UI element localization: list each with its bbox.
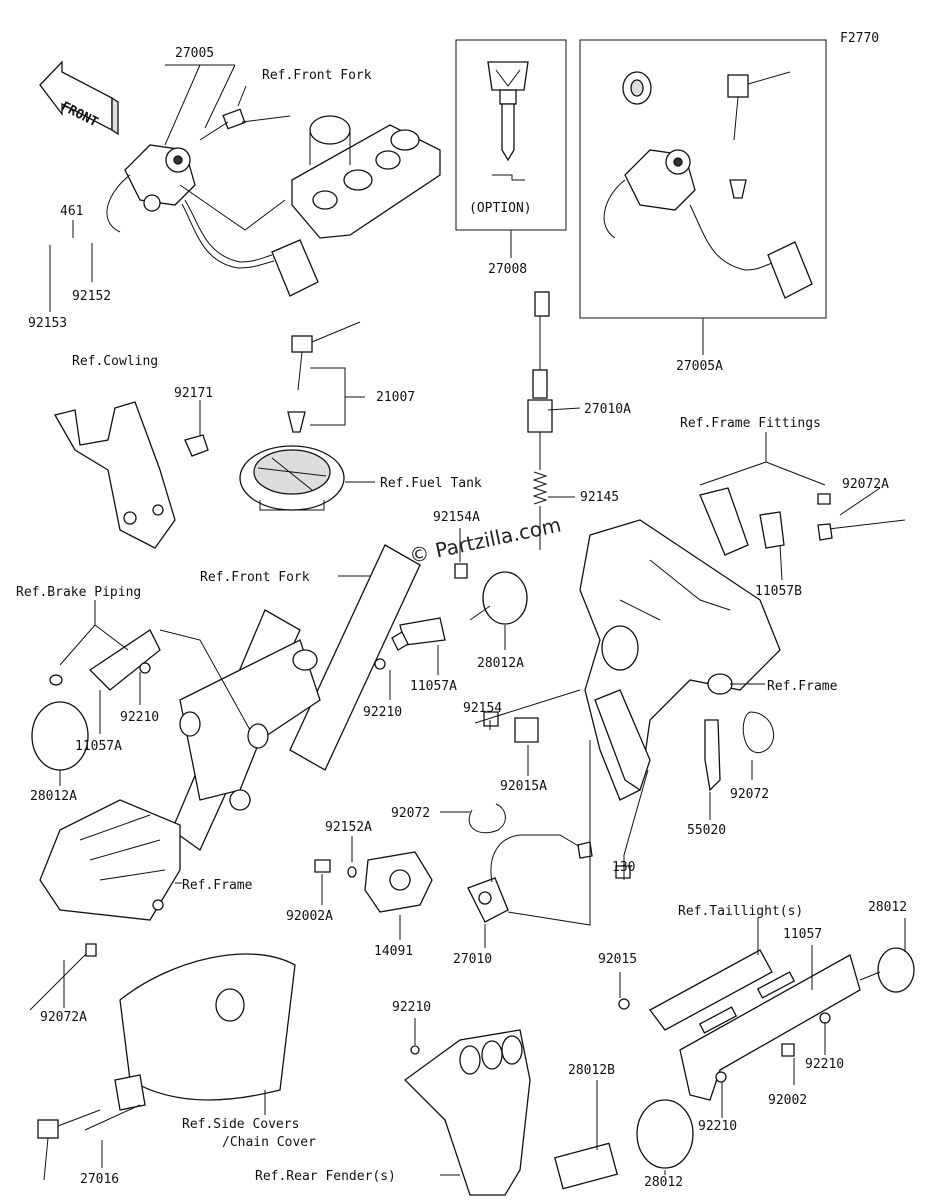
ref-chain-cover[interactable]: /Chain Cover: [222, 1135, 316, 1150]
part-55020[interactable]: 55020: [687, 823, 726, 838]
ref-brake-piping[interactable]: Ref.Brake Piping: [16, 585, 141, 600]
frame-section-drawing: [483, 487, 906, 801]
ref-side-covers[interactable]: Ref.Side Covers: [182, 1117, 299, 1132]
bracket-11057A-drawing: [374, 563, 468, 670]
switch-27010-drawing: [467, 834, 593, 923]
ref-frame-fittings[interactable]: Ref.Frame Fittings: [680, 416, 821, 431]
switch-cover-drawing: [314, 851, 433, 913]
front-arrow-icon: [39, 60, 119, 136]
part-461[interactable]: 461: [60, 204, 83, 219]
fuel-tank-cap-drawing: [239, 445, 345, 511]
part-92072A-left[interactable]: 92072A: [40, 1010, 87, 1025]
part-28012A-left[interactable]: 28012A: [30, 789, 77, 804]
part-92002A[interactable]: 92002A: [286, 909, 333, 924]
part-28012B[interactable]: 28012B: [568, 1063, 615, 1078]
clamp-92072-drawing: [468, 803, 631, 879]
part-92152A[interactable]: 92152A: [325, 820, 372, 835]
part-11057A-left[interactable]: 11057A: [75, 739, 122, 754]
part-92210-right[interactable]: 92210: [805, 1057, 844, 1072]
part-130[interactable]: 130: [612, 860, 635, 875]
watermark: © Partzilla.com: [407, 512, 563, 568]
part-92015A[interactable]: 92015A: [500, 779, 547, 794]
ref-fuel-tank[interactable]: Ref.Fuel Tank: [380, 476, 482, 491]
part-92072A-right[interactable]: 92072A: [842, 477, 889, 492]
key-pair-icon: [199, 85, 291, 141]
part-27005[interactable]: 27005: [175, 46, 214, 61]
reflector-center-drawing: [469, 571, 528, 625]
ref-taillights[interactable]: Ref.Taillight(s): [678, 904, 803, 919]
option-key-icon: [487, 61, 529, 181]
taillight-bracket-drawing: [618, 947, 915, 1169]
ref-frame-right[interactable]: Ref.Frame: [767, 679, 838, 694]
cowling-bracket-drawing: [54, 401, 209, 549]
part-27008[interactable]: 27008: [488, 262, 527, 277]
part-11057[interactable]: 11057: [783, 927, 822, 942]
part-92210-left[interactable]: 92210: [120, 710, 159, 725]
front-fork-leg-drawing: [171, 544, 421, 851]
ref-frame-left[interactable]: Ref.Frame: [182, 878, 253, 893]
part-27005A[interactable]: 27005A: [676, 359, 723, 374]
brake-bracket-drawing: [31, 629, 161, 771]
ref-front-fork-mid[interactable]: Ref.Front Fork: [200, 570, 310, 585]
lower-frame-drawing: [29, 799, 181, 1011]
part-28012-bottom[interactable]: 28012: [644, 1175, 683, 1190]
fuel-cap-key-drawing: [287, 321, 361, 433]
part-92210-top[interactable]: 92210: [392, 1000, 431, 1015]
part-92154A[interactable]: 92154A: [433, 510, 480, 525]
part-27010[interactable]: 27010: [453, 952, 492, 967]
ignition-switch-drawing: [106, 144, 319, 297]
part-92015[interactable]: 92015: [598, 952, 637, 967]
part-92145[interactable]: 92145: [580, 490, 619, 505]
front-fork-clamp-drawing: [291, 115, 441, 239]
part-92072-center[interactable]: 92072: [391, 806, 430, 821]
part-92002[interactable]: 92002: [768, 1093, 807, 1108]
leader-lines: [49, 64, 906, 1176]
ref-front-fork-top[interactable]: Ref.Front Fork: [262, 68, 372, 83]
part-11057B[interactable]: 11057B: [755, 584, 802, 599]
neutral-switch-drawing: [527, 291, 553, 550]
part-92171[interactable]: 92171: [174, 386, 213, 401]
side-cover-drawing: [37, 953, 296, 1181]
part-92210-bottom[interactable]: 92210: [698, 1119, 737, 1134]
assembly-set-drawing: [603, 71, 813, 299]
option-label: (OPTION): [469, 201, 532, 216]
ref-rear-fender[interactable]: Ref.Rear Fender(s): [255, 1169, 396, 1184]
figure-code: F2770: [840, 31, 879, 46]
ref-cowling[interactable]: Ref.Cowling: [72, 354, 158, 369]
part-14091[interactable]: 14091: [374, 944, 413, 959]
part-27016[interactable]: 27016: [80, 1172, 119, 1187]
part-27010A[interactable]: 27010A: [584, 402, 631, 417]
part-28012-right[interactable]: 28012: [868, 900, 907, 915]
part-28012A-center[interactable]: 28012A: [477, 656, 524, 671]
part-21007[interactable]: 21007: [376, 390, 415, 405]
part-92153[interactable]: 92153: [28, 316, 67, 331]
part-92210-center[interactable]: 92210: [363, 705, 402, 720]
part-92072-right[interactable]: 92072: [730, 787, 769, 802]
rear-fender-drawing: [404, 1029, 618, 1196]
part-92154[interactable]: 92154: [463, 701, 502, 716]
part-11057A-center[interactable]: 11057A: [410, 679, 457, 694]
part-92152[interactable]: 92152: [72, 289, 111, 304]
